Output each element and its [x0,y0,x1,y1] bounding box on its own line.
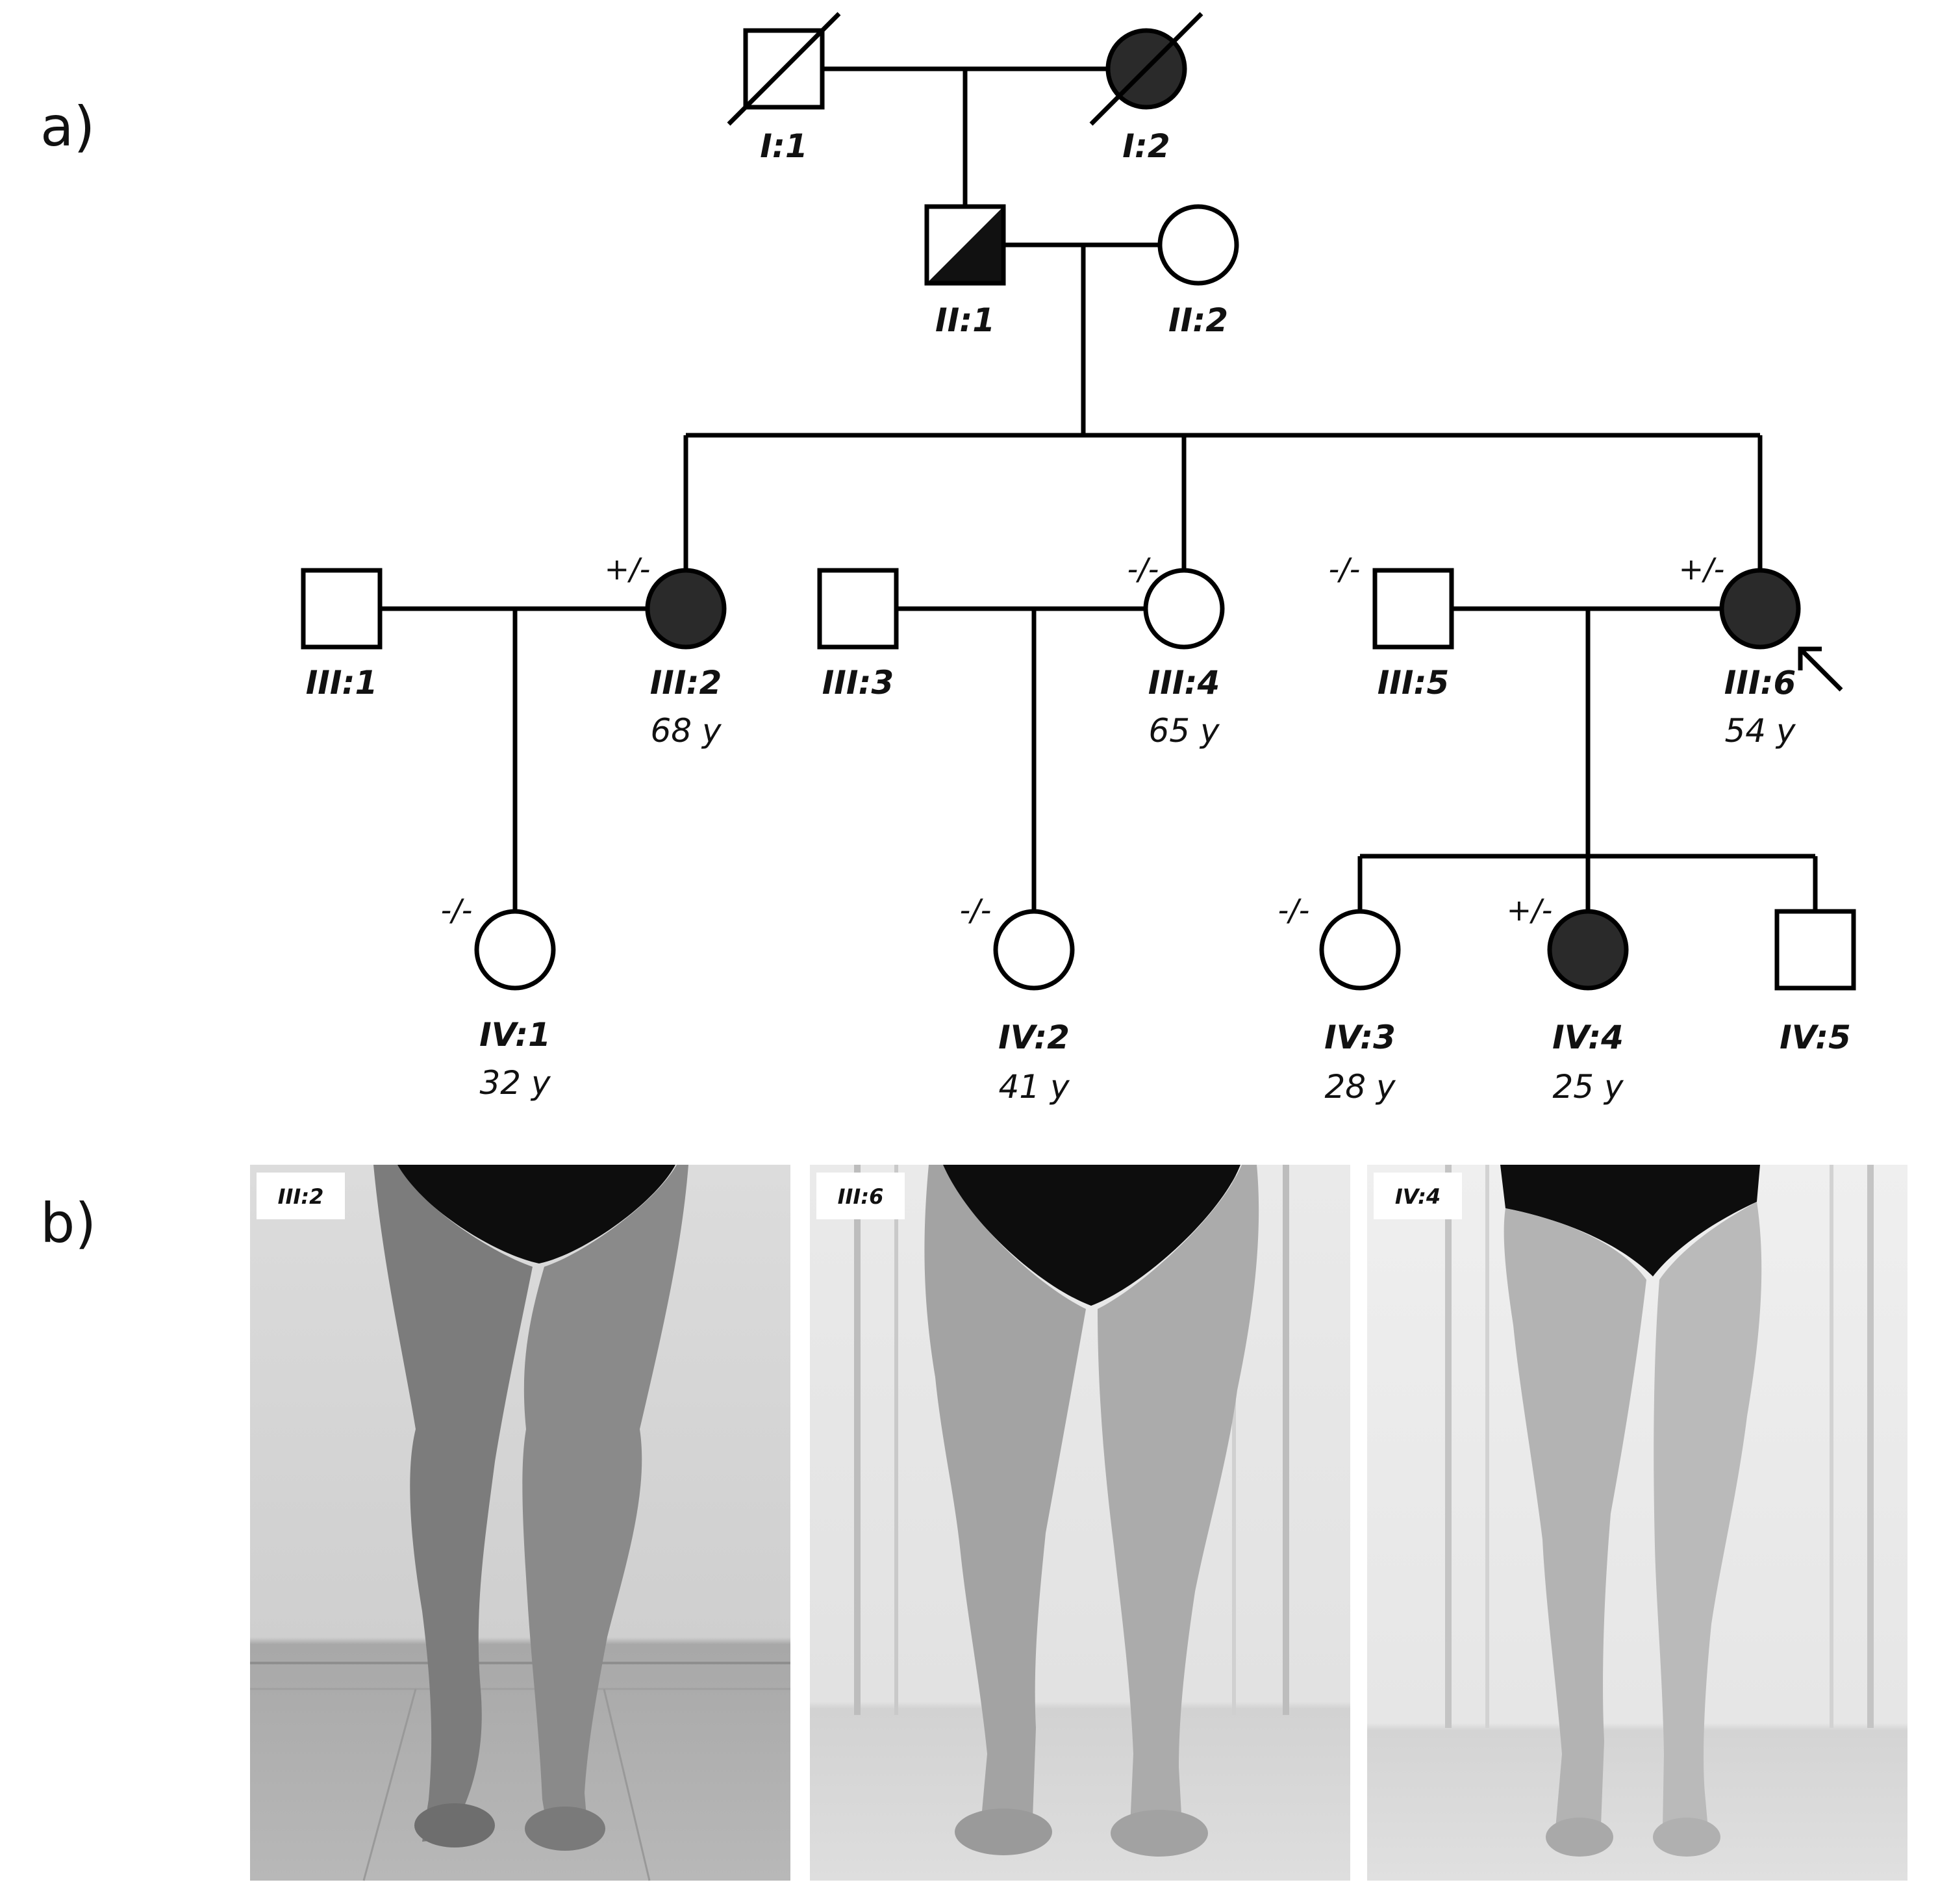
id-label-iii4: III:4 [1148,664,1220,702]
age-label-iii4: 65 y [1148,712,1220,750]
pedigree-individual-iii5[interactable] [1372,568,1454,650]
id-label-i2: I:2 [1122,127,1170,165]
id-label-iii3: III:3 [822,664,894,702]
panel-a-label: a) [40,95,95,159]
id-label-iii5: III:5 [1378,664,1450,702]
pedigree-individual-iv2[interactable] [993,909,1075,991]
pedigree-individual-iv4[interactable] [1547,909,1629,991]
id-label-i1: I:1 [760,127,807,165]
pedigree-individual-iii6[interactable] [1719,568,1801,650]
pedigree-individual-iii2[interactable] [645,568,727,650]
id-label-iii2: III:2 [650,664,722,702]
pedigree-individual-i1[interactable] [727,12,841,126]
age-label-iv2: 41 y [998,1068,1070,1106]
age-label-iv4: 25 y [1552,1068,1624,1106]
pedigree-individual-iii4[interactable] [1143,568,1225,650]
photo-tag-iv4: IV:4 [1395,1184,1441,1209]
pedigree-individual-iii1[interactable] [301,568,383,650]
genotype-label-iv1: -/- [441,893,473,928]
deceased-slash [727,12,841,126]
id-label-iv3: IV:3 [1324,1019,1396,1056]
id-label-iii6: III:6 [1724,664,1796,702]
id-label-iii1: III:1 [306,664,378,702]
pedigree-individual-ii1[interactable] [924,204,1006,286]
genotype-label-iii4: -/- [1127,552,1159,587]
age-label-iv1: 32 y [479,1064,551,1102]
photo-iii2[interactable]: III:2 [250,1165,790,1881]
id-label-ii1: II:1 [935,301,995,339]
age-label-iii6: 54 y [1724,712,1796,750]
id-label-iv5: IV:5 [1780,1019,1851,1056]
photo-tag-iii6: III:6 [838,1184,884,1209]
genotype-label-iv4: +/- [1507,893,1553,928]
genotype-label-iv3: -/- [1278,893,1310,928]
pedigree-individual-iv3[interactable] [1319,909,1401,991]
id-label-iv4: IV:4 [1552,1019,1624,1056]
pedigree-symbols [301,12,1856,991]
deceased-slash [1089,12,1203,126]
pedigree-individual-iv5[interactable] [1774,909,1856,991]
pedigree-labels: I:1 I:2 II:1 II:2 III:1 III:2 III:3 III:… [306,127,1851,1106]
proband-arrow-icon [1798,646,1843,692]
genotype-label-iv2: -/- [960,893,992,928]
photo-tag-iii2: III:2 [278,1184,324,1209]
photo-panel: III:2 III:6 [250,1165,1907,1881]
photo-iv4[interactable]: IV:4 [1367,1165,1907,1881]
panel-b-label: b) [40,1191,96,1255]
genotype-label-iii5: -/- [1329,552,1361,587]
photo-iii6[interactable]: III:6 [810,1165,1350,1881]
age-label-iii2: 68 y [650,712,722,750]
carrier-half-fill [927,207,1003,283]
pedigree-individual-ii2[interactable] [1157,204,1239,286]
pedigree-individual-iv1[interactable] [474,909,556,991]
id-label-ii2: II:2 [1168,301,1228,339]
genotype-label-iii6: +/- [1679,552,1725,587]
pedigree-lines [380,66,1818,911]
pedigree-individual-iii3[interactable] [817,568,899,650]
id-label-iv1: IV:1 [479,1016,551,1054]
pedigree-individual-i2[interactable] [1089,12,1203,126]
genotype-label-iii2: +/- [605,552,651,587]
age-label-iv3: 28 y [1324,1068,1396,1106]
id-label-iv2: IV:2 [998,1019,1070,1056]
male-symbol-outline [924,204,1006,286]
